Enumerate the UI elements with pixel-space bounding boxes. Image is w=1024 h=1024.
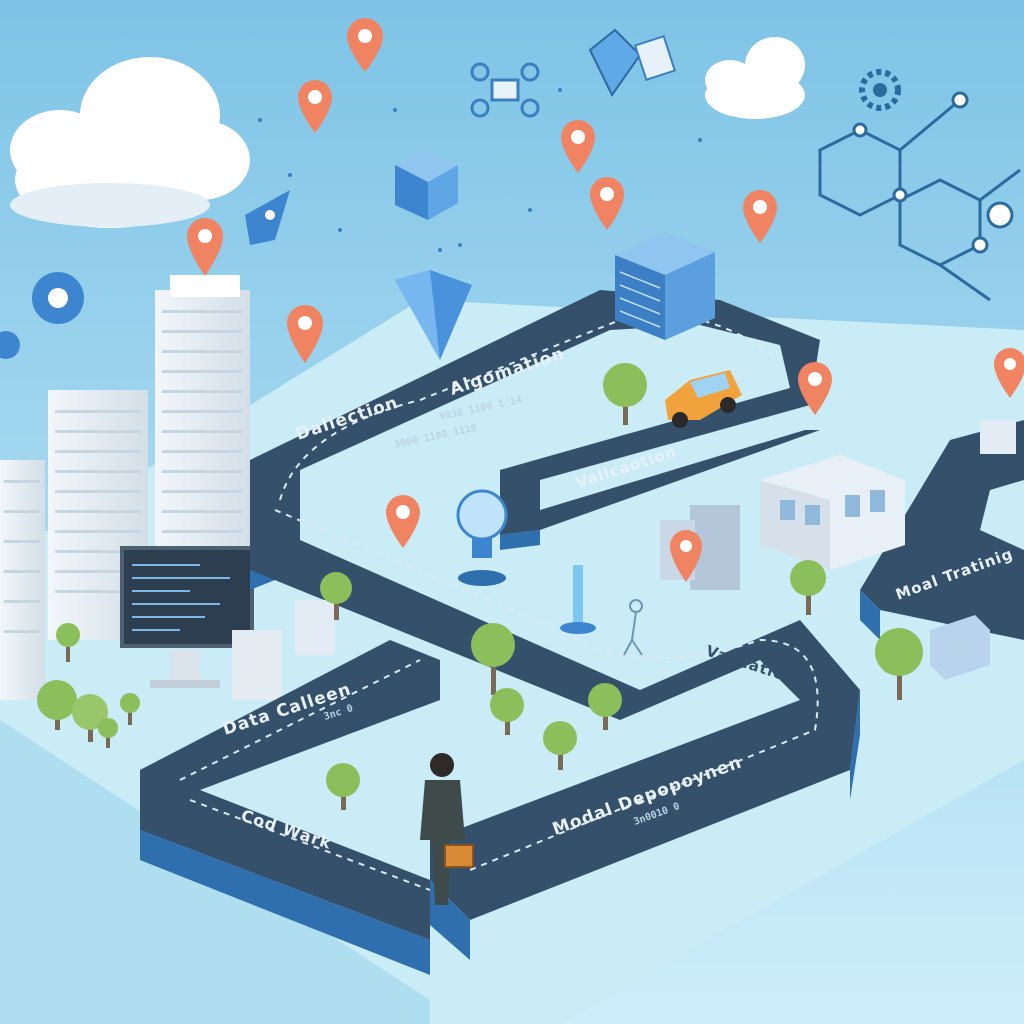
map-pin-icon — [590, 177, 624, 230]
gear-icon — [32, 272, 84, 324]
tree-icon — [120, 693, 140, 725]
tree-icon — [56, 623, 80, 662]
gear-icon — [0, 331, 20, 359]
tree-icon — [72, 694, 108, 742]
tree-icon — [543, 721, 577, 770]
tree-icon — [603, 363, 647, 425]
tree-icon — [471, 623, 515, 695]
map-pin-icon — [994, 348, 1024, 398]
tree-icon — [98, 718, 118, 748]
tree-icon — [320, 572, 352, 620]
tree-icon — [588, 683, 622, 730]
tree-icon — [326, 763, 360, 810]
tree-icon — [37, 680, 77, 730]
map-pin-icon — [347, 18, 383, 72]
map-pin-icon — [298, 80, 332, 133]
diamond-icon — [588, 28, 677, 97]
server-cube-icon — [615, 232, 715, 340]
walking-figure-icon — [623, 599, 643, 656]
rocket-icon — [245, 190, 290, 245]
skyscraper-icon — [155, 275, 250, 570]
cloud-icon — [10, 57, 250, 228]
person-with-briefcase-icon — [420, 753, 474, 905]
server-cube-icon — [395, 150, 458, 220]
molecule-network-icon — [818, 91, 1021, 302]
road-lower — [140, 640, 440, 975]
drone-icon — [470, 62, 540, 118]
map-pin-icon — [743, 190, 777, 243]
office-building-icon — [760, 455, 905, 570]
gear-icon — [859, 69, 901, 111]
diamond-icon — [395, 270, 472, 360]
skyscraper-icon — [0, 460, 45, 700]
map-pin-icon — [798, 362, 832, 415]
map-pins — [187, 18, 1024, 582]
map-pin-icon — [670, 530, 702, 582]
map-pin-icon — [386, 495, 420, 548]
road-right — [860, 420, 1024, 640]
data-stack-icon — [980, 420, 1016, 454]
sparkle-dots — [258, 88, 702, 252]
tree-icon — [790, 560, 826, 615]
car-icon — [665, 370, 742, 428]
server-box-icon — [930, 615, 990, 680]
route-dashes — [179, 314, 819, 891]
skyscraper-icon — [48, 390, 148, 640]
beacon-icon — [560, 565, 596, 634]
tree-icon — [875, 628, 923, 700]
tree-icon — [490, 688, 524, 735]
lightbulb-icon — [456, 489, 508, 586]
map-pin-icon — [287, 305, 323, 363]
data-stack-icon — [295, 600, 335, 655]
cloud-icon — [705, 37, 805, 119]
map-pin-icon — [187, 218, 223, 276]
computer-monitor-icon — [120, 546, 282, 700]
map-pin-icon — [561, 120, 595, 173]
